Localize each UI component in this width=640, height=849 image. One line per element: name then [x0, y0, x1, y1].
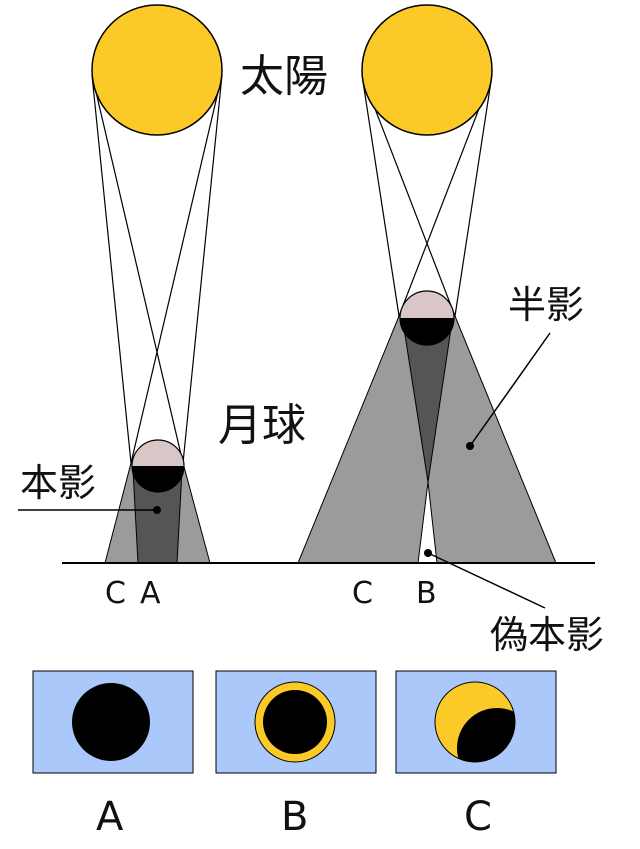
- right-scene: [297, 4, 557, 609]
- ground-left-a-label: A: [140, 576, 161, 611]
- panel-b: [215, 670, 377, 774]
- panel-a-moon-disc: [72, 683, 150, 761]
- ground-left-c-label: C: [105, 576, 126, 611]
- umbra-label: 本影: [20, 461, 96, 505]
- ground-right-b-label: B: [416, 576, 437, 611]
- panel-a: [32, 670, 194, 774]
- right-moon: [399, 290, 455, 346]
- ground-right-c-label: C: [352, 576, 373, 611]
- panel-c-moon-disc: [457, 708, 515, 762]
- right-rays: [361, 74, 493, 317]
- left-scene: [18, 4, 223, 564]
- antumbra-pointer-dot: [424, 549, 432, 557]
- penumbra-label: 半影: [508, 283, 584, 327]
- panel-c-label: C: [464, 794, 492, 840]
- panel-c: [395, 670, 557, 774]
- left-rays: [91, 74, 223, 464]
- left-moon: [131, 439, 185, 493]
- right-sun: [361, 4, 493, 136]
- moon-label: 月球: [218, 400, 306, 451]
- sun-label: 太陽: [240, 51, 328, 102]
- antumbra-label: 偽本影: [490, 613, 604, 657]
- panel-b-moon-disc: [263, 690, 327, 754]
- panel-b-label: B: [281, 794, 308, 840]
- penumbra-pointer-line: [469, 332, 551, 447]
- panel-a-label: A: [96, 794, 124, 840]
- umbra-pointer-dot: [153, 506, 161, 514]
- penumbra-pointer-dot: [466, 442, 474, 450]
- left-sun: [91, 4, 223, 136]
